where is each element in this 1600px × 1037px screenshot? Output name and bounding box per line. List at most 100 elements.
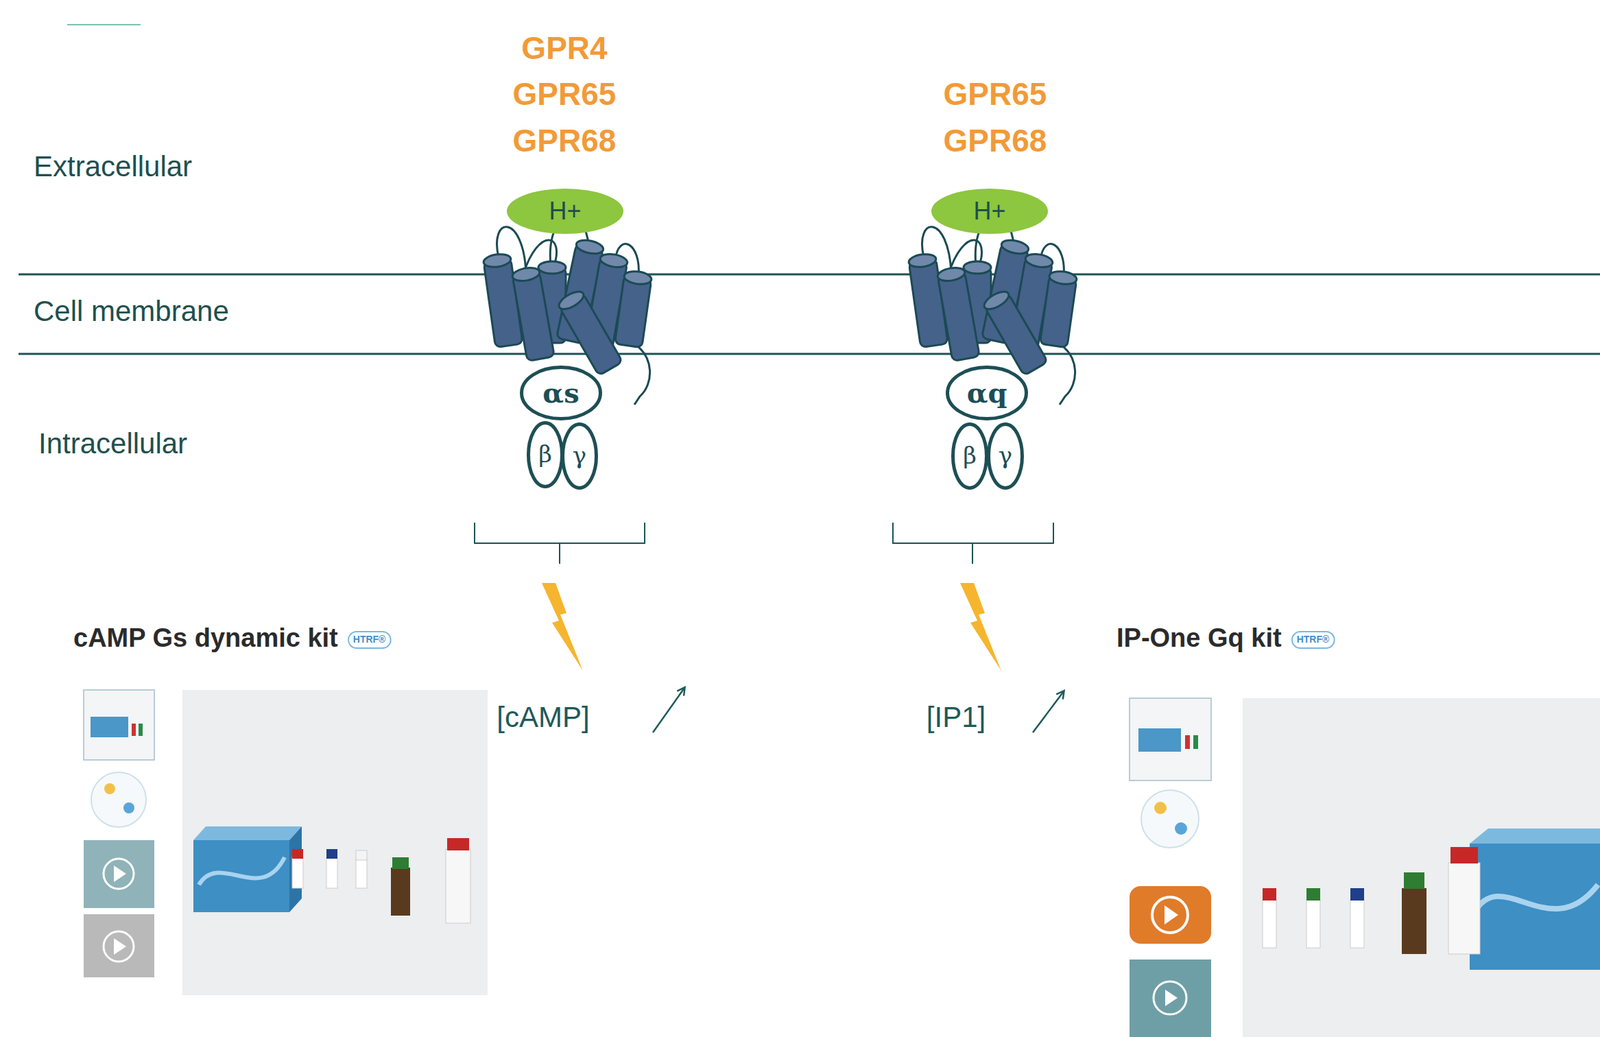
- product-image: [1350, 888, 1365, 901]
- g-gamma-subunit-text: γ: [572, 443, 587, 469]
- product-image: [1129, 959, 1212, 1037]
- product-image: [83, 914, 155, 978]
- product-image: [1174, 822, 1188, 835]
- product-image: [355, 858, 367, 889]
- region-label: Cell membrane: [33, 295, 230, 328]
- ellipse-outline: [528, 423, 563, 487]
- product-image: [131, 723, 136, 736]
- product-image: [113, 938, 127, 955]
- product-image: [91, 772, 147, 828]
- region-label: Intracellular: [38, 427, 188, 460]
- product-image: [1129, 886, 1212, 944]
- product-image: [104, 783, 116, 795]
- product-image: [1141, 790, 1199, 848]
- cell-membrane: [18, 353, 1600, 356]
- bracket: [971, 543, 974, 564]
- lightning-bolt: [541, 582, 583, 671]
- g-gamma-subunit: γ: [560, 422, 599, 490]
- product-image: [1306, 899, 1321, 948]
- product-image: [1193, 735, 1199, 749]
- product-image: [1450, 846, 1478, 864]
- accent-line: [67, 24, 141, 26]
- product-image: [1242, 698, 1600, 1037]
- product-image: [113, 865, 127, 882]
- ellipse-outline: [953, 424, 987, 489]
- ellipse-outline: [506, 188, 624, 234]
- kit-title: cAMP Gs dynamic kit: [73, 624, 339, 653]
- messenger-label: [cAMP]: [496, 701, 590, 734]
- product-image: [1403, 872, 1425, 889]
- kit-title: IP-One Gq kit: [1116, 624, 1282, 653]
- increase-arrow: [1032, 691, 1064, 733]
- product-image: [1306, 888, 1321, 901]
- product-image: [355, 850, 367, 861]
- ellipse-outline: [563, 424, 597, 489]
- g-beta-subunit-text: β: [962, 443, 977, 469]
- htrf-badge-text: HTRF®: [1296, 634, 1330, 645]
- ellipse-outline: [931, 188, 1048, 234]
- g-alpha-subunit-text: αs: [542, 377, 579, 409]
- receptor-name: GPR65: [943, 76, 1048, 112]
- product-image: [1152, 897, 1188, 933]
- proton-ellipse: H+: [931, 188, 1048, 234]
- htrf-badge: HTRF®: [347, 630, 392, 649]
- product-image: [198, 857, 285, 885]
- lightning-bolt: [541, 582, 1002, 671]
- product-image: [83, 840, 155, 909]
- receptor-name: GPR68: [943, 123, 1048, 159]
- product-image: [123, 802, 135, 814]
- cell-membrane: [18, 274, 1600, 354]
- cell-membrane: [18, 273, 1600, 276]
- g-gamma-subunit: γ: [986, 422, 1024, 490]
- bracket: [558, 543, 561, 564]
- product-image: [90, 716, 129, 738]
- product-image: [193, 826, 302, 841]
- proton-ellipse: H+: [506, 188, 624, 234]
- product-image: [447, 838, 470, 851]
- product-image: [1154, 801, 1167, 815]
- product-image: [83, 689, 155, 760]
- product-image: [326, 857, 338, 889]
- product-image: [1129, 698, 1600, 1037]
- product-image: [1153, 981, 1187, 1015]
- product-image: [1350, 899, 1365, 948]
- product-image: [182, 689, 488, 996]
- g-alpha-subunit: αq: [945, 365, 1029, 421]
- product-image: [1469, 843, 1600, 970]
- region-label: Extracellular: [33, 150, 193, 183]
- product-image: [326, 849, 338, 859]
- receptor-name: GPR65: [512, 76, 617, 112]
- product-image: [445, 849, 471, 924]
- product-image: [1129, 698, 1212, 781]
- product-image: [1401, 888, 1427, 954]
- lightning-bolt: [960, 582, 1002, 671]
- product-image: [392, 857, 409, 869]
- product-image: [1129, 785, 1212, 852]
- product-image: [1474, 884, 1598, 913]
- product-image: [1469, 828, 1600, 844]
- bracket: [892, 522, 1054, 544]
- product-image: [1262, 888, 1277, 901]
- product-image: [292, 849, 304, 859]
- htrf-badge-text: HTRF®: [353, 634, 387, 645]
- increase-arrow: [652, 687, 685, 733]
- box-outline: [1292, 631, 1335, 649]
- bracket: [474, 522, 1054, 564]
- product-image: [1262, 899, 1277, 948]
- product-image: [390, 867, 411, 916]
- product-image: [83, 768, 155, 832]
- g-alpha-subunit: αs: [519, 365, 603, 421]
- htrf-badge: HTRF®: [1291, 630, 1336, 649]
- product-image: [83, 689, 488, 996]
- product-image: [103, 858, 134, 889]
- proton-ellipse-text: H+: [973, 197, 1006, 225]
- receptor-name: GPR68: [512, 123, 617, 159]
- bracket: [474, 522, 645, 544]
- ellipse-outline: [988, 424, 1023, 489]
- receptor-name: GPR4: [521, 30, 607, 66]
- product-image: [1138, 728, 1181, 752]
- increase-arrow: [652, 687, 1064, 733]
- proton-ellipse-text: H+: [548, 197, 581, 225]
